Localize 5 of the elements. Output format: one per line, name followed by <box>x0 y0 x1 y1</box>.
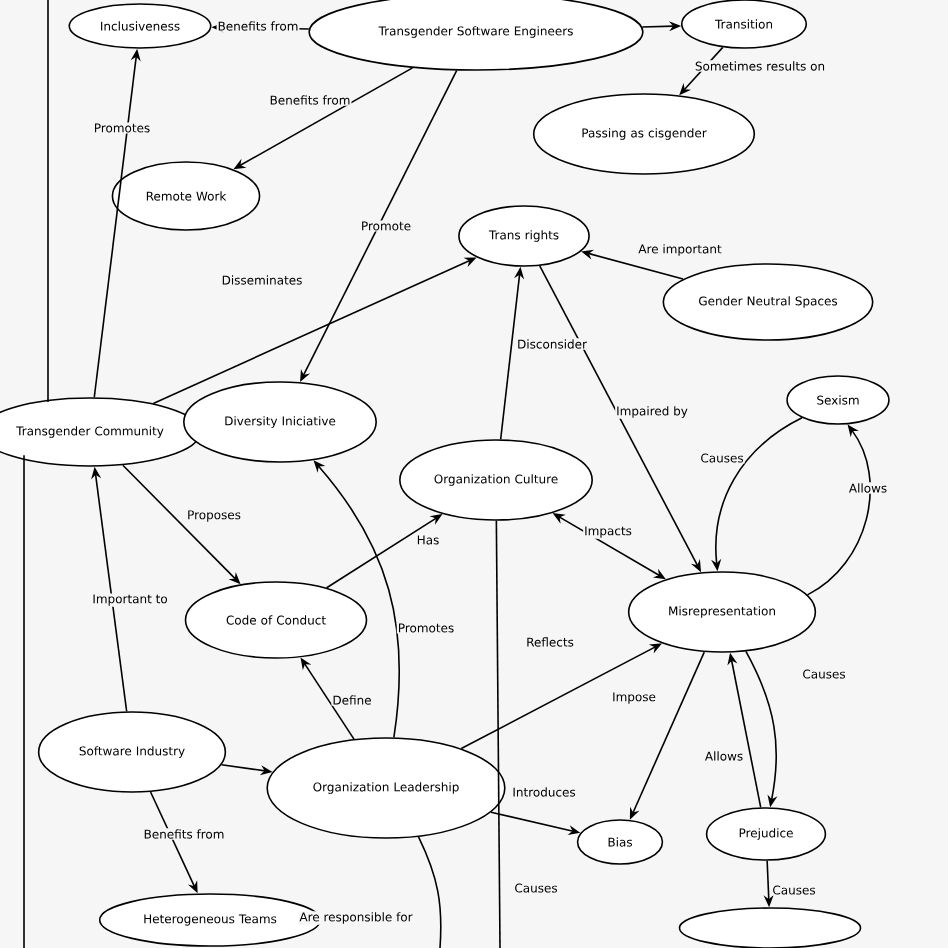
line <box>23 454 25 948</box>
line <box>417 836 442 948</box>
concept-ellipse <box>678 907 862 948</box>
line <box>47 0 49 403</box>
line <box>495 520 501 948</box>
